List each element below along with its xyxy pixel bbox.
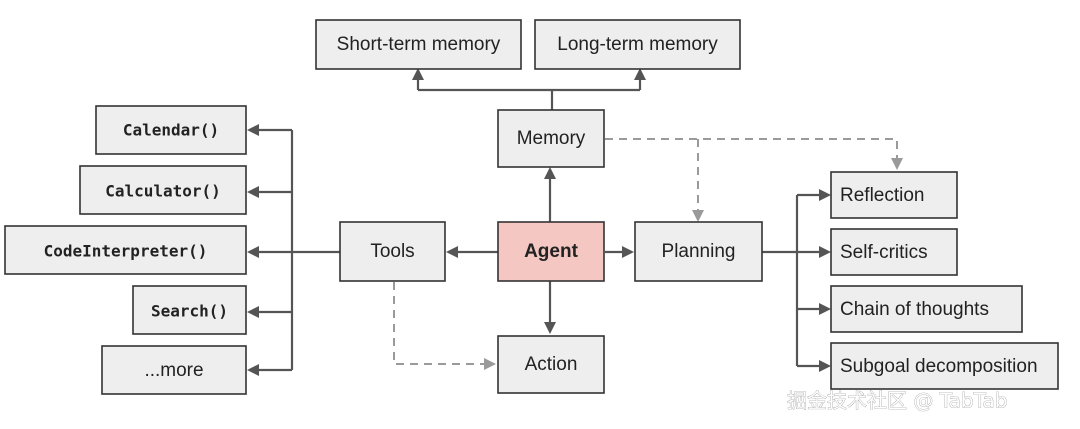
node-label: Reflection <box>840 185 925 206</box>
arrowhead-dashed-planning <box>692 210 704 222</box>
node-chain-of-thoughts: Chain of thoughts <box>830 285 1023 333</box>
watermark-text: 掘金技术社区 @ TabTab <box>787 389 1007 413</box>
edge-planning-to-techniques <box>762 193 820 368</box>
node-long-term-memory: Long-term memory <box>534 19 741 70</box>
node-reflection: Reflection <box>830 171 958 219</box>
arrowhead-calendar <box>247 124 259 136</box>
node-calendar: Calendar() <box>95 105 247 155</box>
edge-tools-to-tool-list <box>258 128 340 372</box>
arrowhead-dashed-action <box>484 358 496 370</box>
arrowhead-self-critics <box>819 246 831 258</box>
arrowhead-dashed-reflection <box>891 158 903 170</box>
node-more: ...more <box>101 345 247 395</box>
arrowhead-code-interpreter <box>247 246 259 258</box>
arrowhead-more <box>247 364 259 376</box>
node-planning: Planning <box>634 221 763 282</box>
node-label: Long-term memory <box>557 34 718 55</box>
arrowhead-action <box>544 322 556 334</box>
node-label: Short-term memory <box>337 34 501 55</box>
edge-memory-dashed <box>605 138 898 210</box>
node-calculator: Calculator() <box>79 165 247 215</box>
node-tools: Tools <box>339 221 446 282</box>
node-label: Action <box>525 354 578 375</box>
node-label: Tools <box>370 241 414 262</box>
edges <box>247 68 903 376</box>
arrowhead-search <box>247 306 259 318</box>
node-label: Search() <box>151 302 228 321</box>
arrowhead-planning <box>622 246 634 258</box>
node-short-term-memory: Short-term memory <box>315 19 522 70</box>
node-subgoal-decomposition: Subgoal decomposition <box>830 342 1059 390</box>
arrowhead-long-term <box>634 68 646 80</box>
arrowhead-memory <box>544 167 556 179</box>
arrowhead-tools <box>446 246 458 258</box>
arrowhead-short-term <box>412 68 424 80</box>
node-label: Calculator() <box>105 182 221 201</box>
node-label: CodeInterpreter() <box>44 242 208 261</box>
node-label: Memory <box>517 128 586 149</box>
node-memory: Memory <box>497 109 605 168</box>
arrowhead-calculator <box>247 186 259 198</box>
arrowhead-subgoal <box>819 360 831 372</box>
node-label: Self-critics <box>840 242 928 263</box>
node-label: Calendar() <box>123 121 219 140</box>
node-label: ...more <box>144 360 203 381</box>
arrowhead-reflection <box>819 189 831 201</box>
node-label: Subgoal decomposition <box>840 356 1038 377</box>
edge-tools-action-dashed <box>393 282 484 365</box>
node-agent: Agent <box>497 221 605 282</box>
node-label: Planning <box>662 241 736 262</box>
node-label: Agent <box>524 241 579 262</box>
edge-memory-to-memory-types <box>416 78 642 110</box>
node-self-critics: Self-critics <box>830 228 958 276</box>
node-search: Search() <box>132 285 247 335</box>
node-code-interpreter: CodeInterpreter() <box>4 225 247 275</box>
node-action: Action <box>497 335 605 394</box>
node-label: Chain of thoughts <box>840 299 989 320</box>
arrowhead-chain-of-thoughts <box>819 303 831 315</box>
